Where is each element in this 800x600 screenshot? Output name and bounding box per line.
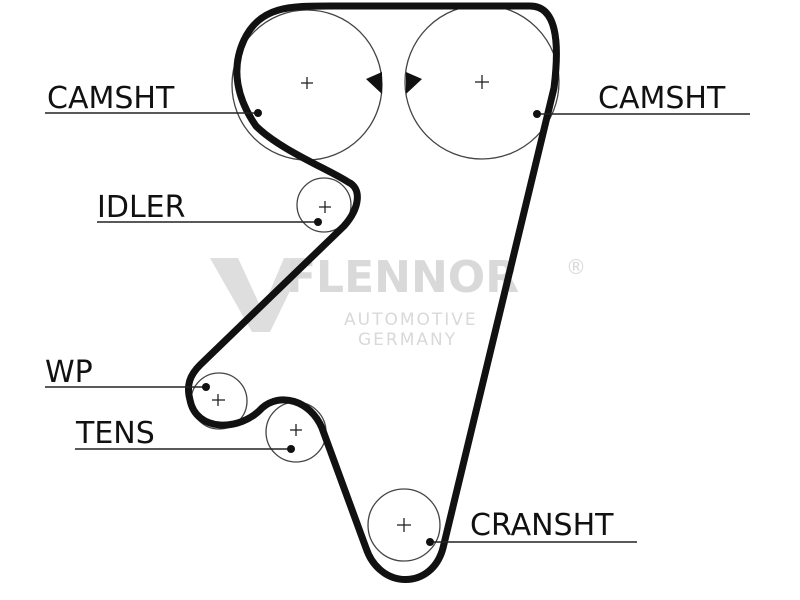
center-cross-crankshaft: [397, 518, 411, 532]
label-crankshaft: CRANSHT: [470, 508, 614, 543]
anchor-dot-camshaft-right: [533, 110, 541, 118]
center-cross-camshaft-left: [301, 77, 313, 89]
timing-mark-left-icon: [366, 72, 382, 94]
label-camshaft-right: CAMSHT: [598, 81, 726, 116]
crankshaft-pulley: [367, 488, 441, 562]
leaders: [45, 109, 750, 546]
watermark: FLENNOR ® AUTOMOTIVE GERMANY: [210, 252, 586, 350]
idler-pulley: [296, 177, 352, 233]
anchor-dot-tensioner: [287, 445, 295, 453]
center-cross-idler: [319, 201, 331, 213]
anchor-dot-water-pump: [202, 383, 210, 391]
center-marks: [212, 75, 489, 532]
watermark-line2: GERMANY: [358, 330, 457, 350]
watermark-line1: AUTOMOTIVE: [344, 310, 478, 330]
center-cross-tensioner: [290, 424, 302, 436]
center-cross-water-pump: [212, 394, 225, 406]
anchor-dot-crankshaft: [426, 538, 434, 546]
label-water-pump: WP: [45, 355, 93, 390]
anchor-dot-camshaft-left: [254, 109, 262, 117]
watermark-registered: ®: [566, 255, 586, 279]
watermark-brand: FLENNOR: [286, 252, 519, 303]
anchor-dot-idler: [314, 218, 322, 226]
label-camshaft-left: CAMSHT: [47, 81, 175, 116]
center-cross-camshaft-right: [475, 75, 489, 89]
timing-mark-right-icon: [406, 72, 422, 94]
timing-marks: [366, 72, 422, 94]
label-tensioner: TENS: [75, 416, 155, 451]
callout-labels: CAMSHT CAMSHT IDLER WP TENS CRANSHT: [45, 81, 726, 543]
label-idler: IDLER: [97, 190, 185, 225]
timing-belt: [184, 2, 560, 583]
watermark-logo-icon: [210, 258, 306, 332]
